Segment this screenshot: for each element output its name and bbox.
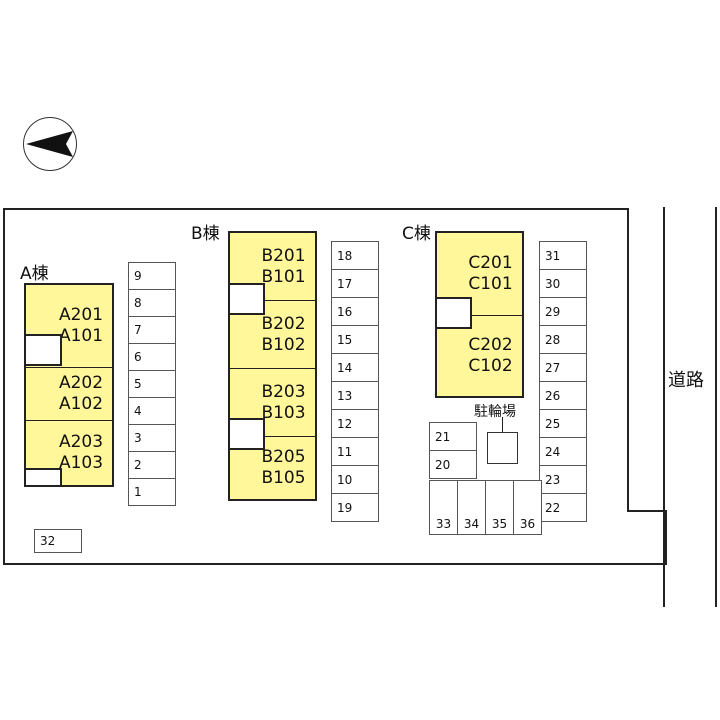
- parking-space: 32: [34, 529, 82, 553]
- unit-label: B203: [261, 381, 306, 402]
- unit-label: B202: [261, 313, 306, 334]
- unit-label: A101: [58, 326, 104, 346]
- parking-space: 15: [331, 325, 379, 354]
- unit-label: A102: [58, 394, 104, 414]
- building-a-label: A棟: [20, 264, 49, 284]
- unit-b-1: B201 B101: [230, 233, 315, 301]
- parking-space: 5: [128, 370, 176, 398]
- unit-a-3: A203 A103: [26, 421, 112, 485]
- parking-space: 33: [429, 480, 458, 535]
- parking-space: 11: [331, 437, 379, 466]
- parking-space: 26: [539, 381, 587, 410]
- parking-space: 4: [128, 397, 176, 425]
- parking-space: 31: [539, 241, 587, 270]
- parking-space: 21: [429, 422, 477, 451]
- parking-space: 23: [539, 465, 587, 494]
- parking-space: 9: [128, 262, 176, 290]
- parking-space: 28: [539, 325, 587, 354]
- unit-b-3: B203 B103: [230, 369, 315, 437]
- road-edge-line: [663, 207, 665, 607]
- parking-space: 27: [539, 353, 587, 382]
- lot-edge: [627, 510, 667, 512]
- bike-parking-label: 駐輪場: [474, 404, 516, 420]
- lot-edge: [627, 208, 629, 512]
- compass: [23, 117, 77, 171]
- north-arrow-icon: [26, 131, 73, 157]
- parking-space: 1: [128, 478, 176, 506]
- unit-label: B101: [261, 266, 306, 287]
- parking-space: 3: [128, 424, 176, 452]
- unit-b-4: B205 B105: [230, 437, 315, 499]
- stair-b2: [228, 418, 265, 450]
- lot-notch: [629, 206, 669, 511]
- parking-space: 25: [539, 409, 587, 438]
- unit-a-2: A202 A102: [26, 368, 112, 421]
- unit-label: A203: [58, 432, 104, 452]
- unit-label: C202: [468, 335, 513, 355]
- unit-label: C201: [468, 253, 513, 273]
- unit-label: C101: [468, 274, 513, 294]
- road-label: 道路: [668, 370, 704, 391]
- parking-space: 16: [331, 297, 379, 326]
- road-edge-line: [715, 207, 717, 607]
- stair-a2: [24, 468, 62, 487]
- parking-space: 14: [331, 353, 379, 382]
- unit-label: B201: [261, 245, 306, 266]
- unit-label: B102: [261, 334, 306, 355]
- parking-space: 13: [331, 381, 379, 410]
- unit-label: A202: [58, 373, 104, 393]
- unit-label: B105: [261, 468, 306, 488]
- unit-c-1: C201 C101: [437, 233, 522, 316]
- parking-space: 34: [457, 480, 486, 535]
- parking-space: 7: [128, 316, 176, 344]
- parking-col-2: 18 17 16 15 14 13 12 11 10 19: [331, 241, 379, 522]
- parking-space: 24: [539, 437, 587, 466]
- unit-label: A201: [58, 305, 104, 325]
- parking-space: 30: [539, 269, 587, 298]
- parking-space: 2: [128, 451, 176, 479]
- building-b: B201 B101 B202 B102 B203 B103 B205 B105: [228, 231, 317, 501]
- parking-col-1: 9 8 7 6 5 4 3 2 1: [128, 262, 176, 506]
- parking-space: 36: [513, 480, 542, 535]
- unit-label: B205: [261, 447, 306, 467]
- unit-label: C102: [468, 356, 513, 376]
- stair-a1: [24, 334, 62, 366]
- parking-pair: 21 20: [429, 422, 477, 479]
- parking-space: 29: [539, 297, 587, 326]
- parking-space: 35: [485, 480, 514, 535]
- bike-parking-box: [487, 432, 518, 464]
- bike-parking-line: [502, 417, 503, 433]
- parking-space: 19: [331, 493, 379, 522]
- stair-c1: [435, 297, 472, 329]
- unit-label: A103: [58, 453, 104, 473]
- parking-space: 17: [331, 269, 379, 298]
- parking-space: 6: [128, 343, 176, 371]
- parking-space: 20: [429, 450, 477, 479]
- parking-space: 18: [331, 241, 379, 270]
- parking-space: 22: [539, 493, 587, 522]
- unit-b-2: B202 B102: [230, 301, 315, 369]
- parking-col-3: 31 30 29 28 27 26 25 24 23 22: [539, 241, 587, 522]
- building-b-label: B棟: [191, 224, 220, 244]
- building-a: A201 A101 A202 A102 A203 A103: [24, 283, 114, 487]
- unit-c-2: C202 C102: [437, 316, 522, 396]
- stair-b1: [228, 283, 265, 315]
- parking-bottom-row: 33 34 35 36: [429, 480, 542, 535]
- unit-label: B103: [261, 402, 306, 423]
- parking-space: 10: [331, 465, 379, 494]
- parking-space: 12: [331, 409, 379, 438]
- building-c-label: C棟: [402, 224, 431, 244]
- unit-a-1: A201 A101: [26, 285, 112, 368]
- parking-space: 8: [128, 289, 176, 317]
